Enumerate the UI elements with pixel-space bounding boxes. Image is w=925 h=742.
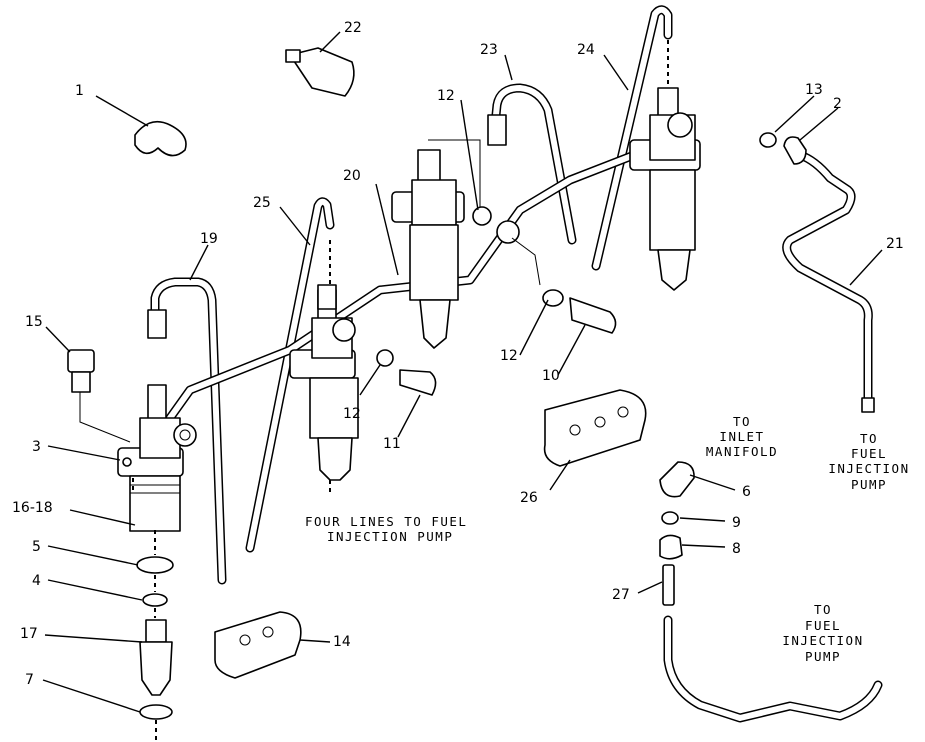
injector-left xyxy=(79,384,197,742)
note-pump-bottom-1: TO xyxy=(814,602,832,617)
callout-9: 9 xyxy=(732,515,741,531)
callout-3: 3 xyxy=(32,439,41,455)
notes: FOUR LINES TO FUEL INJECTION PUMP TO INL… xyxy=(305,414,909,664)
note-pump-right-4: PUMP xyxy=(851,477,887,492)
callout-25: 25 xyxy=(253,195,271,211)
callout-22: 22 xyxy=(344,20,362,36)
note-pump-bottom-4: PUMP xyxy=(805,649,841,664)
callout-27: 27 xyxy=(612,587,630,603)
callout-14: 14 xyxy=(333,634,351,650)
callout-20: 20 xyxy=(343,168,361,184)
injector-middle xyxy=(289,240,437,492)
note-pump-bottom-2: FUEL xyxy=(805,618,841,633)
callout-11: 11 xyxy=(383,436,401,452)
callout-4: 4 xyxy=(32,573,41,589)
leader-lines xyxy=(42,31,883,713)
note-four-lines-1: FOUR LINES TO FUEL xyxy=(305,514,467,529)
callout-10: 10 xyxy=(542,368,560,384)
callout-1: 1 xyxy=(75,83,84,99)
note-pump-bottom-3: INJECTION xyxy=(782,633,863,648)
injector-right xyxy=(629,40,701,291)
callout-7: 7 xyxy=(25,672,34,688)
note-pump-right-2: FUEL xyxy=(851,446,887,461)
note-inlet-2: INLET xyxy=(719,429,764,444)
callout-labels: 1 22 23 24 13 2 12 20 25 19 21 15 12 10 … xyxy=(12,20,904,688)
note-pump-right-3: INJECTION xyxy=(828,461,909,476)
callout-26: 26 xyxy=(520,490,538,506)
callout-12: 12 xyxy=(500,348,518,364)
callout-12: 12 xyxy=(343,406,361,422)
injector-center xyxy=(391,139,617,349)
callout-23: 23 xyxy=(480,42,498,58)
callout-2: 2 xyxy=(833,96,842,112)
callout-8: 8 xyxy=(732,541,741,557)
note-inlet-1: TO xyxy=(733,414,751,429)
note-inlet-3: MANIFOLD xyxy=(706,444,778,459)
callout-12: 12 xyxy=(437,88,455,104)
callout-17: 17 xyxy=(20,626,38,642)
note-four-lines-2: INJECTION PUMP xyxy=(327,529,453,544)
callout-21: 21 xyxy=(886,236,904,252)
callout-5: 5 xyxy=(32,539,41,555)
callout-6: 6 xyxy=(742,484,751,500)
callout-13: 13 xyxy=(805,82,823,98)
callout-15: 15 xyxy=(25,314,43,330)
note-pump-right-1: TO xyxy=(860,431,878,446)
callout-16-18: 16-18 xyxy=(12,500,53,516)
small-parts xyxy=(67,47,875,679)
callout-19: 19 xyxy=(200,231,218,247)
callout-24: 24 xyxy=(577,42,595,58)
